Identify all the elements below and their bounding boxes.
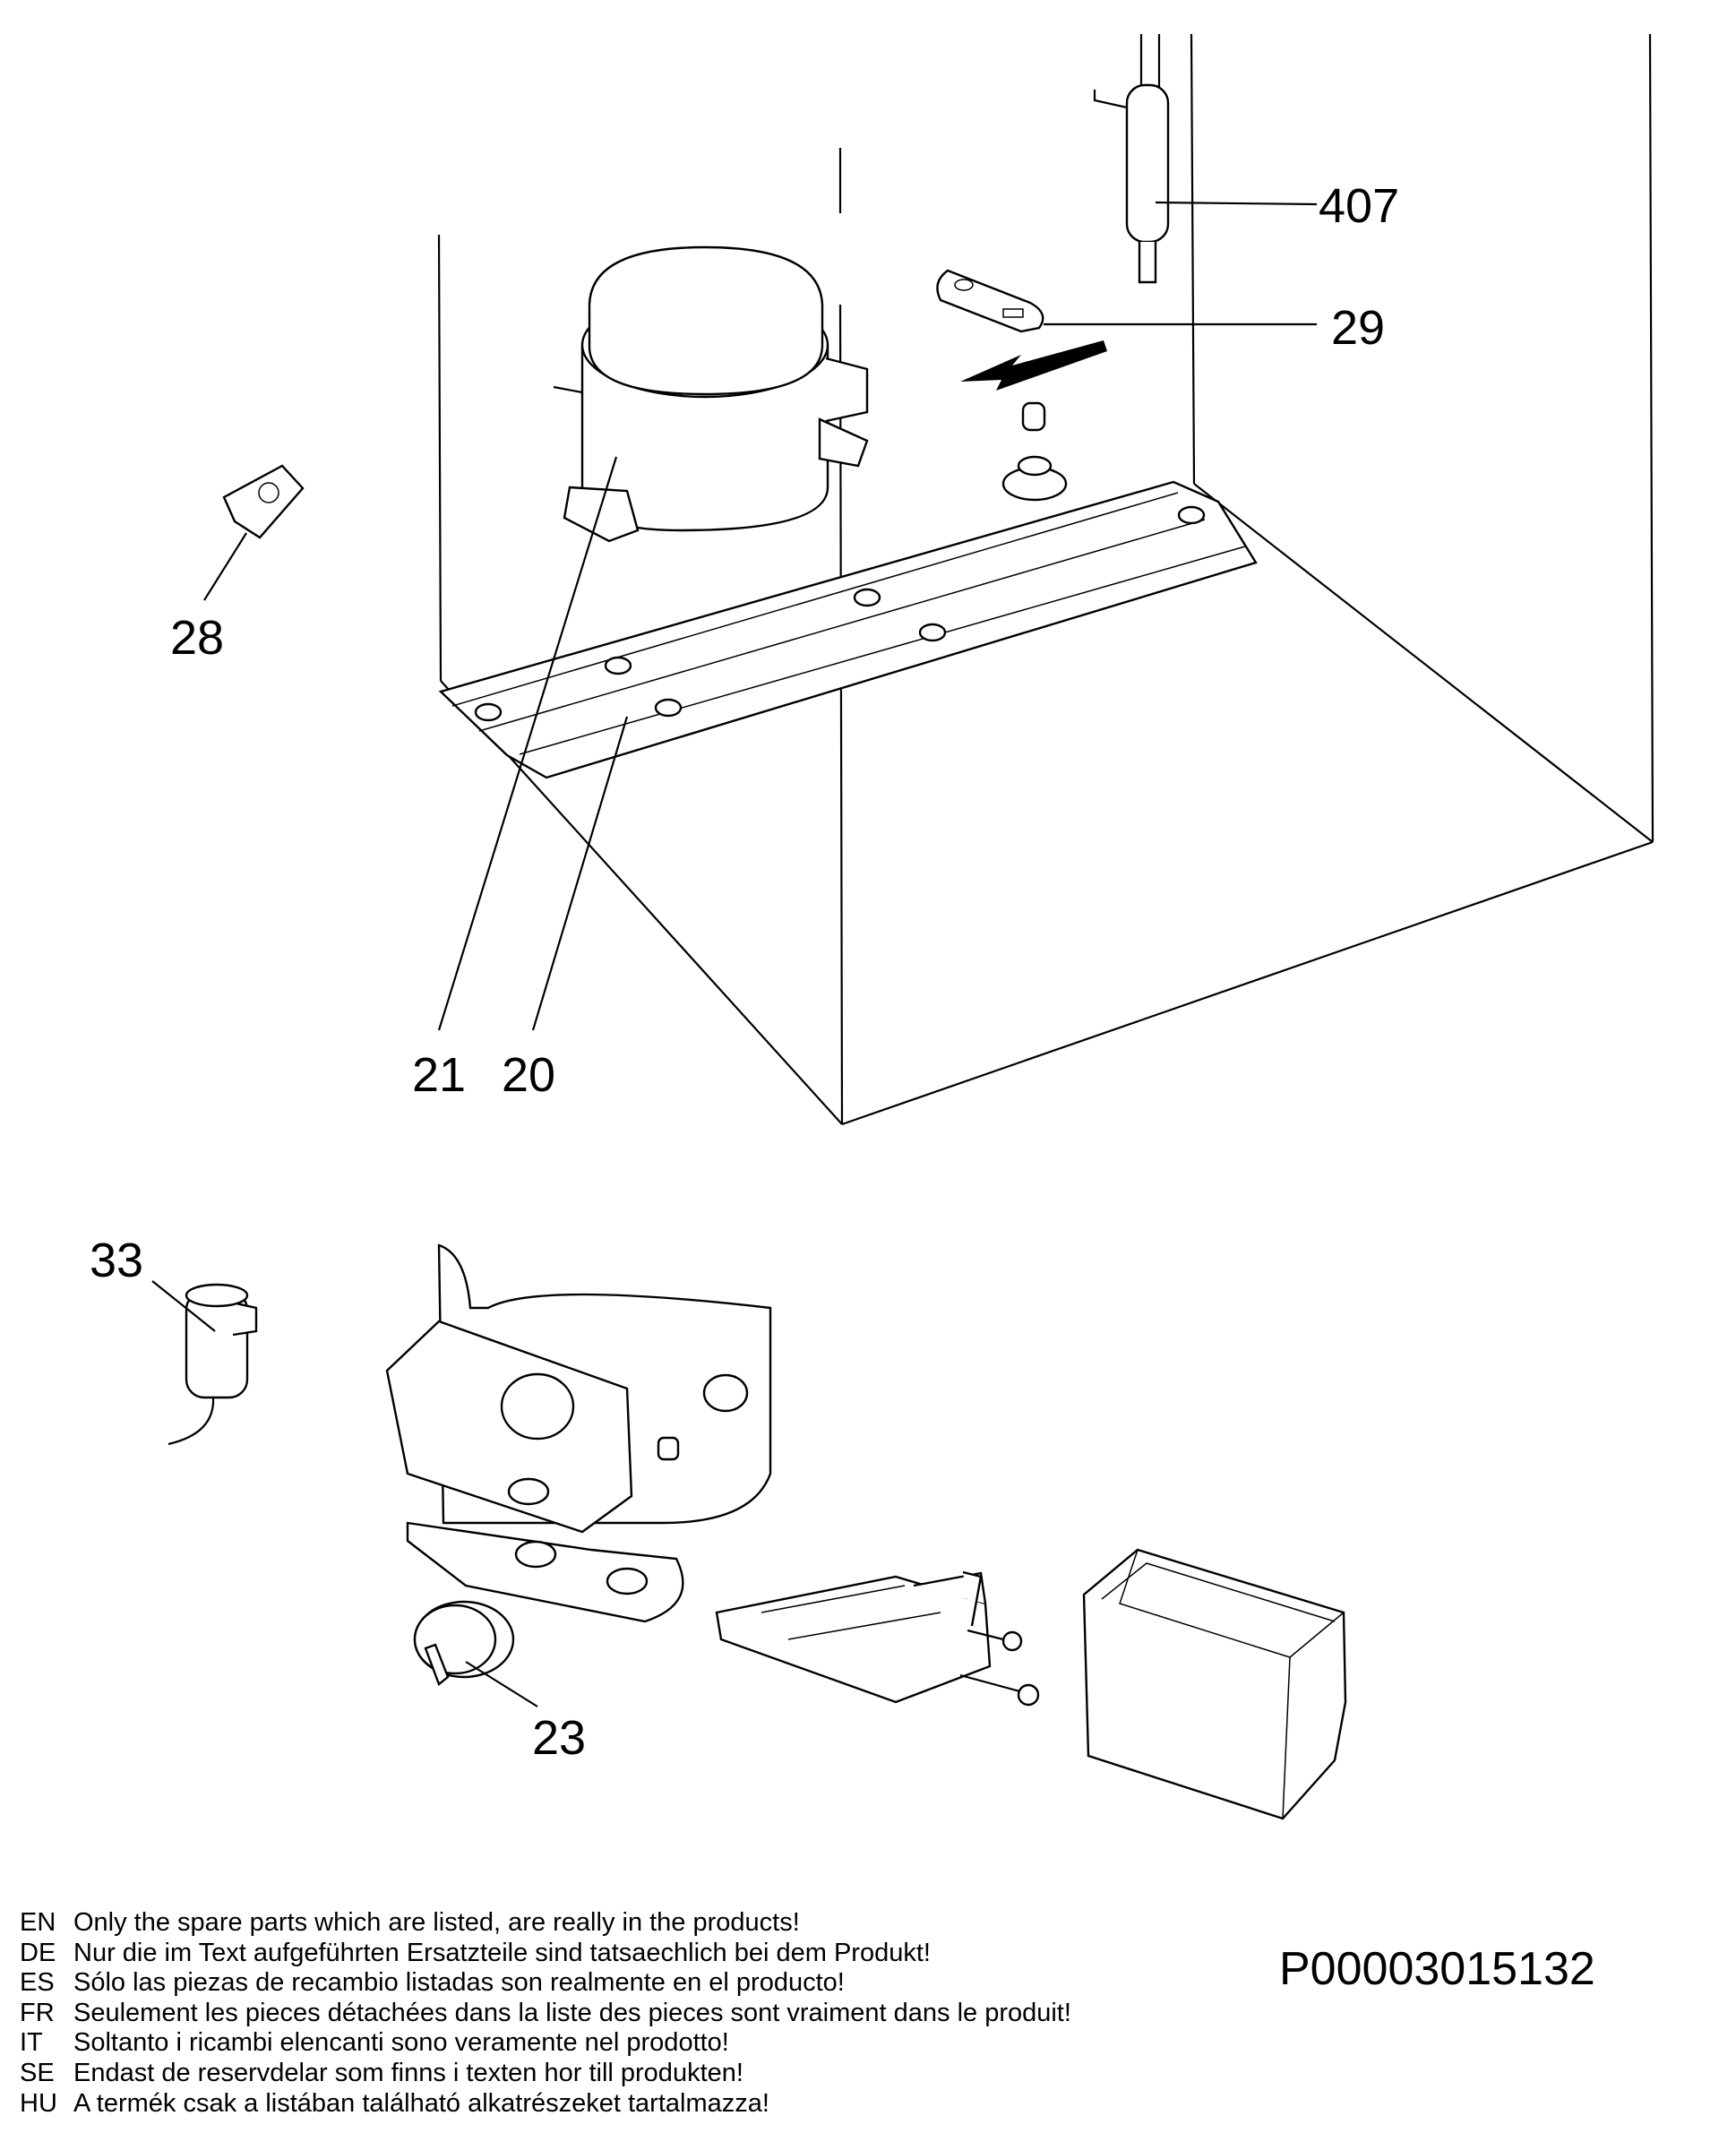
callout-23: 23: [532, 1711, 586, 1765]
document-code: P00003015132: [1279, 1943, 1595, 1995]
callout-20: 20: [502, 1048, 555, 1102]
callout-29: 29: [1331, 301, 1385, 355]
callout-407: 407: [1319, 179, 1399, 233]
relay-assembly: [715, 1570, 992, 1704]
direction-arrow-icon: [960, 340, 1107, 391]
bracket-and-grommet: [936, 269, 1317, 502]
thermal-protector: [413, 1600, 538, 1707]
leader-20: [531, 716, 629, 1031]
callout-33: 33: [90, 1234, 143, 1287]
callout-28: 28: [170, 611, 224, 665]
compressor-detail: [385, 1243, 772, 1623]
mounting-rail: [438, 480, 1258, 779]
capacitor-part: [151, 1280, 258, 1446]
filter-dryer: [1093, 34, 1318, 284]
relay-cover: [1082, 1548, 1347, 1820]
callout-21: 21: [412, 1048, 466, 1102]
clip-part: [203, 464, 305, 601]
compressor-top: [553, 245, 869, 543]
screws: [959, 1629, 1040, 1707]
leader-21: [437, 456, 618, 1031]
